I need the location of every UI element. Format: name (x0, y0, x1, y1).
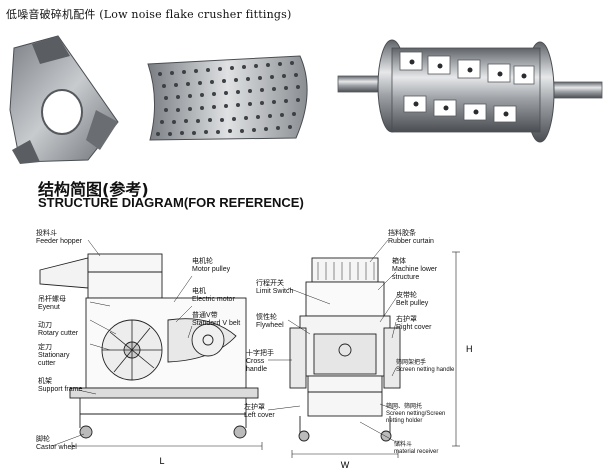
structure-drawing: L W H (39, 239, 473, 470)
dim-l: L (159, 456, 164, 466)
screen-mesh-photo (147, 55, 308, 141)
front-view-machine (289, 251, 460, 458)
diagram-title-cn: 结构简图(参考) (38, 180, 149, 199)
side-view-machine (39, 253, 263, 450)
rotor-shaft-photo (337, 39, 603, 143)
page-title: 低噪音破碎机配件 (Low noise flake crusher fittin… (6, 8, 292, 21)
product-photos (9, 35, 603, 164)
diagram-title-en: STRUCTURE DIAGRAM(FOR REFERENCE) (38, 195, 304, 210)
dim-w: W (341, 460, 350, 470)
dim-h: H (466, 344, 473, 354)
triangle-blade-photo (9, 35, 119, 164)
leader-lines (51, 239, 397, 447)
